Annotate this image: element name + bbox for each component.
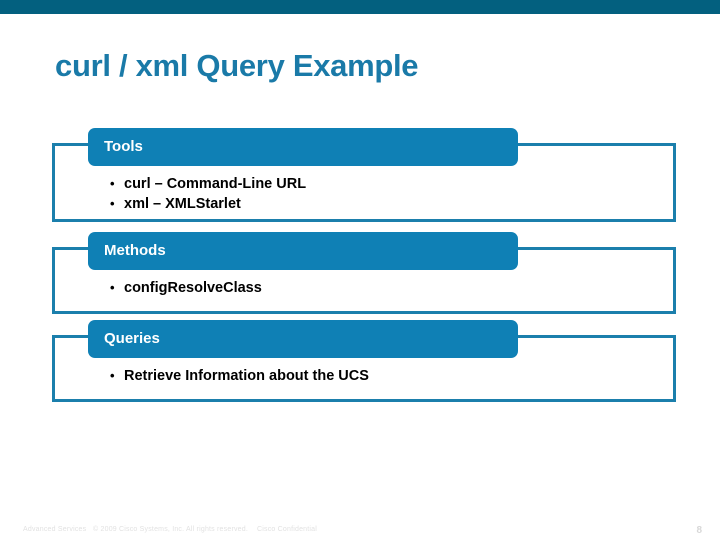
section-header-tab-tools[interactable]: Tools xyxy=(88,128,518,166)
top-accent-band xyxy=(0,0,720,14)
slide-footer: Advanced Services © 2009 Cisco Systems, … xyxy=(0,524,720,540)
section-header-tab-queries[interactable]: Queries xyxy=(88,320,518,358)
list-item-label: xml – XMLStarlet xyxy=(124,196,241,212)
bullet-icon: • xyxy=(110,280,115,295)
bullet-icon: • xyxy=(110,196,115,211)
section-body-tools: • curl – Command-Line URL • xml – XMLStarl… xyxy=(52,174,676,214)
section-methods: Methods • configResolveClass xyxy=(52,232,676,314)
page-number: 8 xyxy=(696,525,702,536)
section-tools: Tools • curl – Command-Line URL • xml – XM… xyxy=(52,128,676,222)
list-item-label: Retrieve Information about the UCS xyxy=(124,368,369,384)
list-item: • xml – XMLStarlet xyxy=(110,194,676,214)
list-item-label: configResolveClass xyxy=(124,280,262,296)
footer-classification: Cisco Confidential xyxy=(257,526,318,533)
bullet-icon: • xyxy=(110,176,115,191)
section-body-queries: • Retrieve Information about the UCS xyxy=(52,366,676,386)
section-header-tab-methods[interactable]: Methods xyxy=(88,232,518,270)
footer-copyright: © 2009 Cisco Systems, Inc. All rights re… xyxy=(93,526,249,533)
section-heading-label: Queries xyxy=(104,330,160,347)
section-queries: Queries • Retrieve Information about the … xyxy=(52,320,676,402)
list-item-label: curl – Command-Line URL xyxy=(124,176,307,192)
list-item: • curl – Command-Line URL xyxy=(110,174,676,194)
section-body-methods: • configResolveClass xyxy=(52,278,676,298)
section-heading-label: Tools xyxy=(104,138,143,155)
bullet-icon: • xyxy=(110,368,115,383)
footer-organization: Advanced Services xyxy=(23,526,87,533)
section-heading-label: Methods xyxy=(104,242,166,259)
list-item: • configResolveClass xyxy=(110,278,676,298)
page-title: curl / xml Query Example xyxy=(55,48,419,83)
list-item: • Retrieve Information about the UCS xyxy=(110,366,676,386)
